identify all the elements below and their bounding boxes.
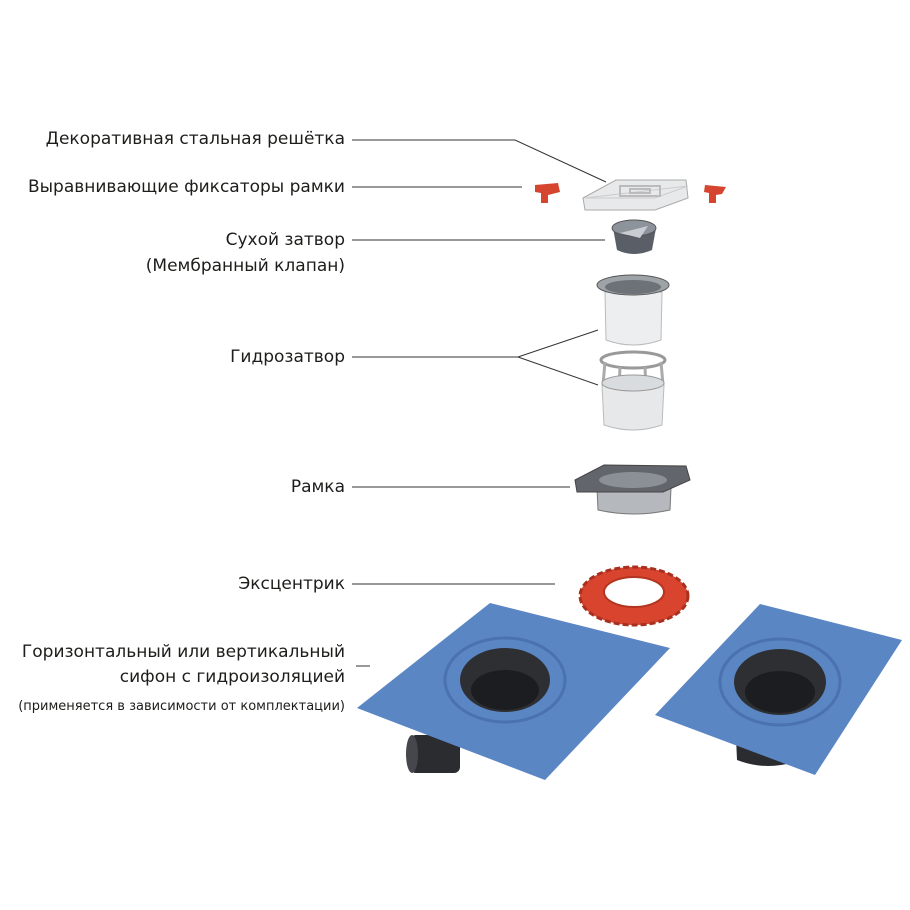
- steel-grate-icon: [582, 179, 689, 211]
- vertical-siphon-icon: [655, 604, 902, 775]
- label-siphon: Горизонтальный или вертикальный: [21, 642, 345, 662]
- label-frame: Рамка: [290, 477, 345, 497]
- water-seal-cage-icon: [599, 350, 667, 431]
- label-siphon-note: (применяется в зависимости от комплектац…: [18, 699, 345, 714]
- leveling-clip-icon: [535, 183, 726, 203]
- leader-grate: [352, 139, 607, 183]
- dry-seal-icon: [611, 219, 657, 254]
- label-dry-seal: Сухой затвор: [225, 230, 345, 250]
- leader-water-seal-a: [352, 329, 599, 358]
- label-grate: Декоративная стальная решётка: [45, 129, 345, 149]
- horizontal-siphon-icon: [357, 603, 670, 780]
- label-dry-seal-sub: (Мембранный клапан): [145, 256, 345, 276]
- label-clips: Выравнивающие фиксаторы рамки: [27, 177, 345, 197]
- label-eccentric: Эксцентрик: [238, 574, 345, 594]
- eccentric-ring-icon: [578, 565, 690, 627]
- label-water-seal: Гидрозатвор: [230, 347, 345, 367]
- leader-lines: [352, 139, 607, 667]
- frame-icon: [574, 464, 691, 515]
- leader-water-seal-b: [517, 356, 599, 386]
- label-siphon-2: сифон с гидроизоляцией: [119, 667, 345, 687]
- water-seal-cup-icon: [596, 274, 670, 346]
